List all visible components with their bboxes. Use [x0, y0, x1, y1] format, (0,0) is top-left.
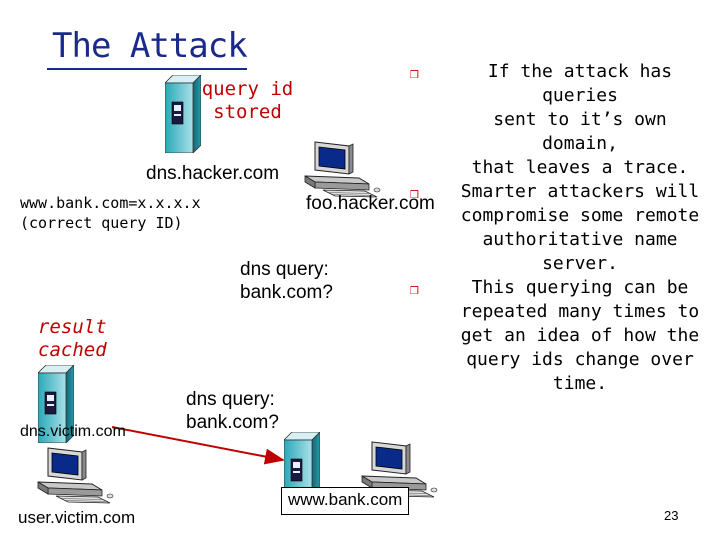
- user-victim-computer-icon: [37, 447, 114, 504]
- bullet-line: get an idea of how the: [460, 325, 700, 346]
- foo-hacker-computer-icon: [304, 141, 381, 198]
- www-bank-label: www.bank.com: [281, 487, 410, 515]
- bullet-item: ❒ This querying can be repeated many tim…: [410, 276, 710, 396]
- foo-hacker-label: foo.hacker.com: [306, 193, 435, 214]
- forged-answer-label: www.bank.com=x.x.x.x (correct query ID): [20, 194, 201, 232]
- bullet-marker-icon: ❒: [410, 66, 419, 82]
- bullet-line: sent to it’s own domain,: [493, 109, 667, 154]
- bullet-line: authoritative name: [482, 229, 678, 250]
- dns-query-label-2: dns query: bank.com?: [186, 389, 279, 433]
- dns-query-label-1: dns query: bank.com?: [240, 259, 333, 303]
- slide-title: The Attack: [52, 26, 248, 66]
- bullet-marker-icon: ❒: [410, 282, 419, 298]
- title-underline: [47, 68, 247, 70]
- bullet-line: If the attack has queries: [487, 61, 673, 106]
- bullet-item: ❒ If the attack has queries sent to it’s…: [410, 60, 710, 180]
- bullet-item: ❒ Smarter attackers will compromise some…: [410, 180, 710, 276]
- bullet-line: query ids change over: [466, 349, 694, 370]
- query-id-stored-label: query id stored: [201, 78, 294, 123]
- page-number: 23: [664, 508, 679, 523]
- bullet-line: compromise some remote: [460, 205, 700, 226]
- hacker-dns-server-icon: [165, 75, 201, 153]
- dns-hacker-label: dns.hacker.com: [146, 163, 280, 184]
- user-victim-label: user.victim.com: [18, 508, 136, 527]
- bullet-line: This querying can be: [471, 277, 689, 298]
- result-cached-label: result cached: [38, 316, 107, 361]
- bullet-marker-icon: ❒: [410, 186, 419, 202]
- bullet-line: that leaves a trace.: [471, 157, 689, 178]
- dns-victim-label: dns.victim.com: [20, 423, 126, 440]
- arrow-line: [111, 426, 285, 465]
- bullet-line: server.: [542, 253, 618, 274]
- bullet-line: Smarter attackers will: [460, 181, 700, 202]
- bullet-line: repeated many times to: [460, 301, 700, 322]
- bullet-list: ❒ If the attack has queries sent to it’s…: [410, 60, 710, 396]
- bullet-line: time.: [552, 373, 608, 394]
